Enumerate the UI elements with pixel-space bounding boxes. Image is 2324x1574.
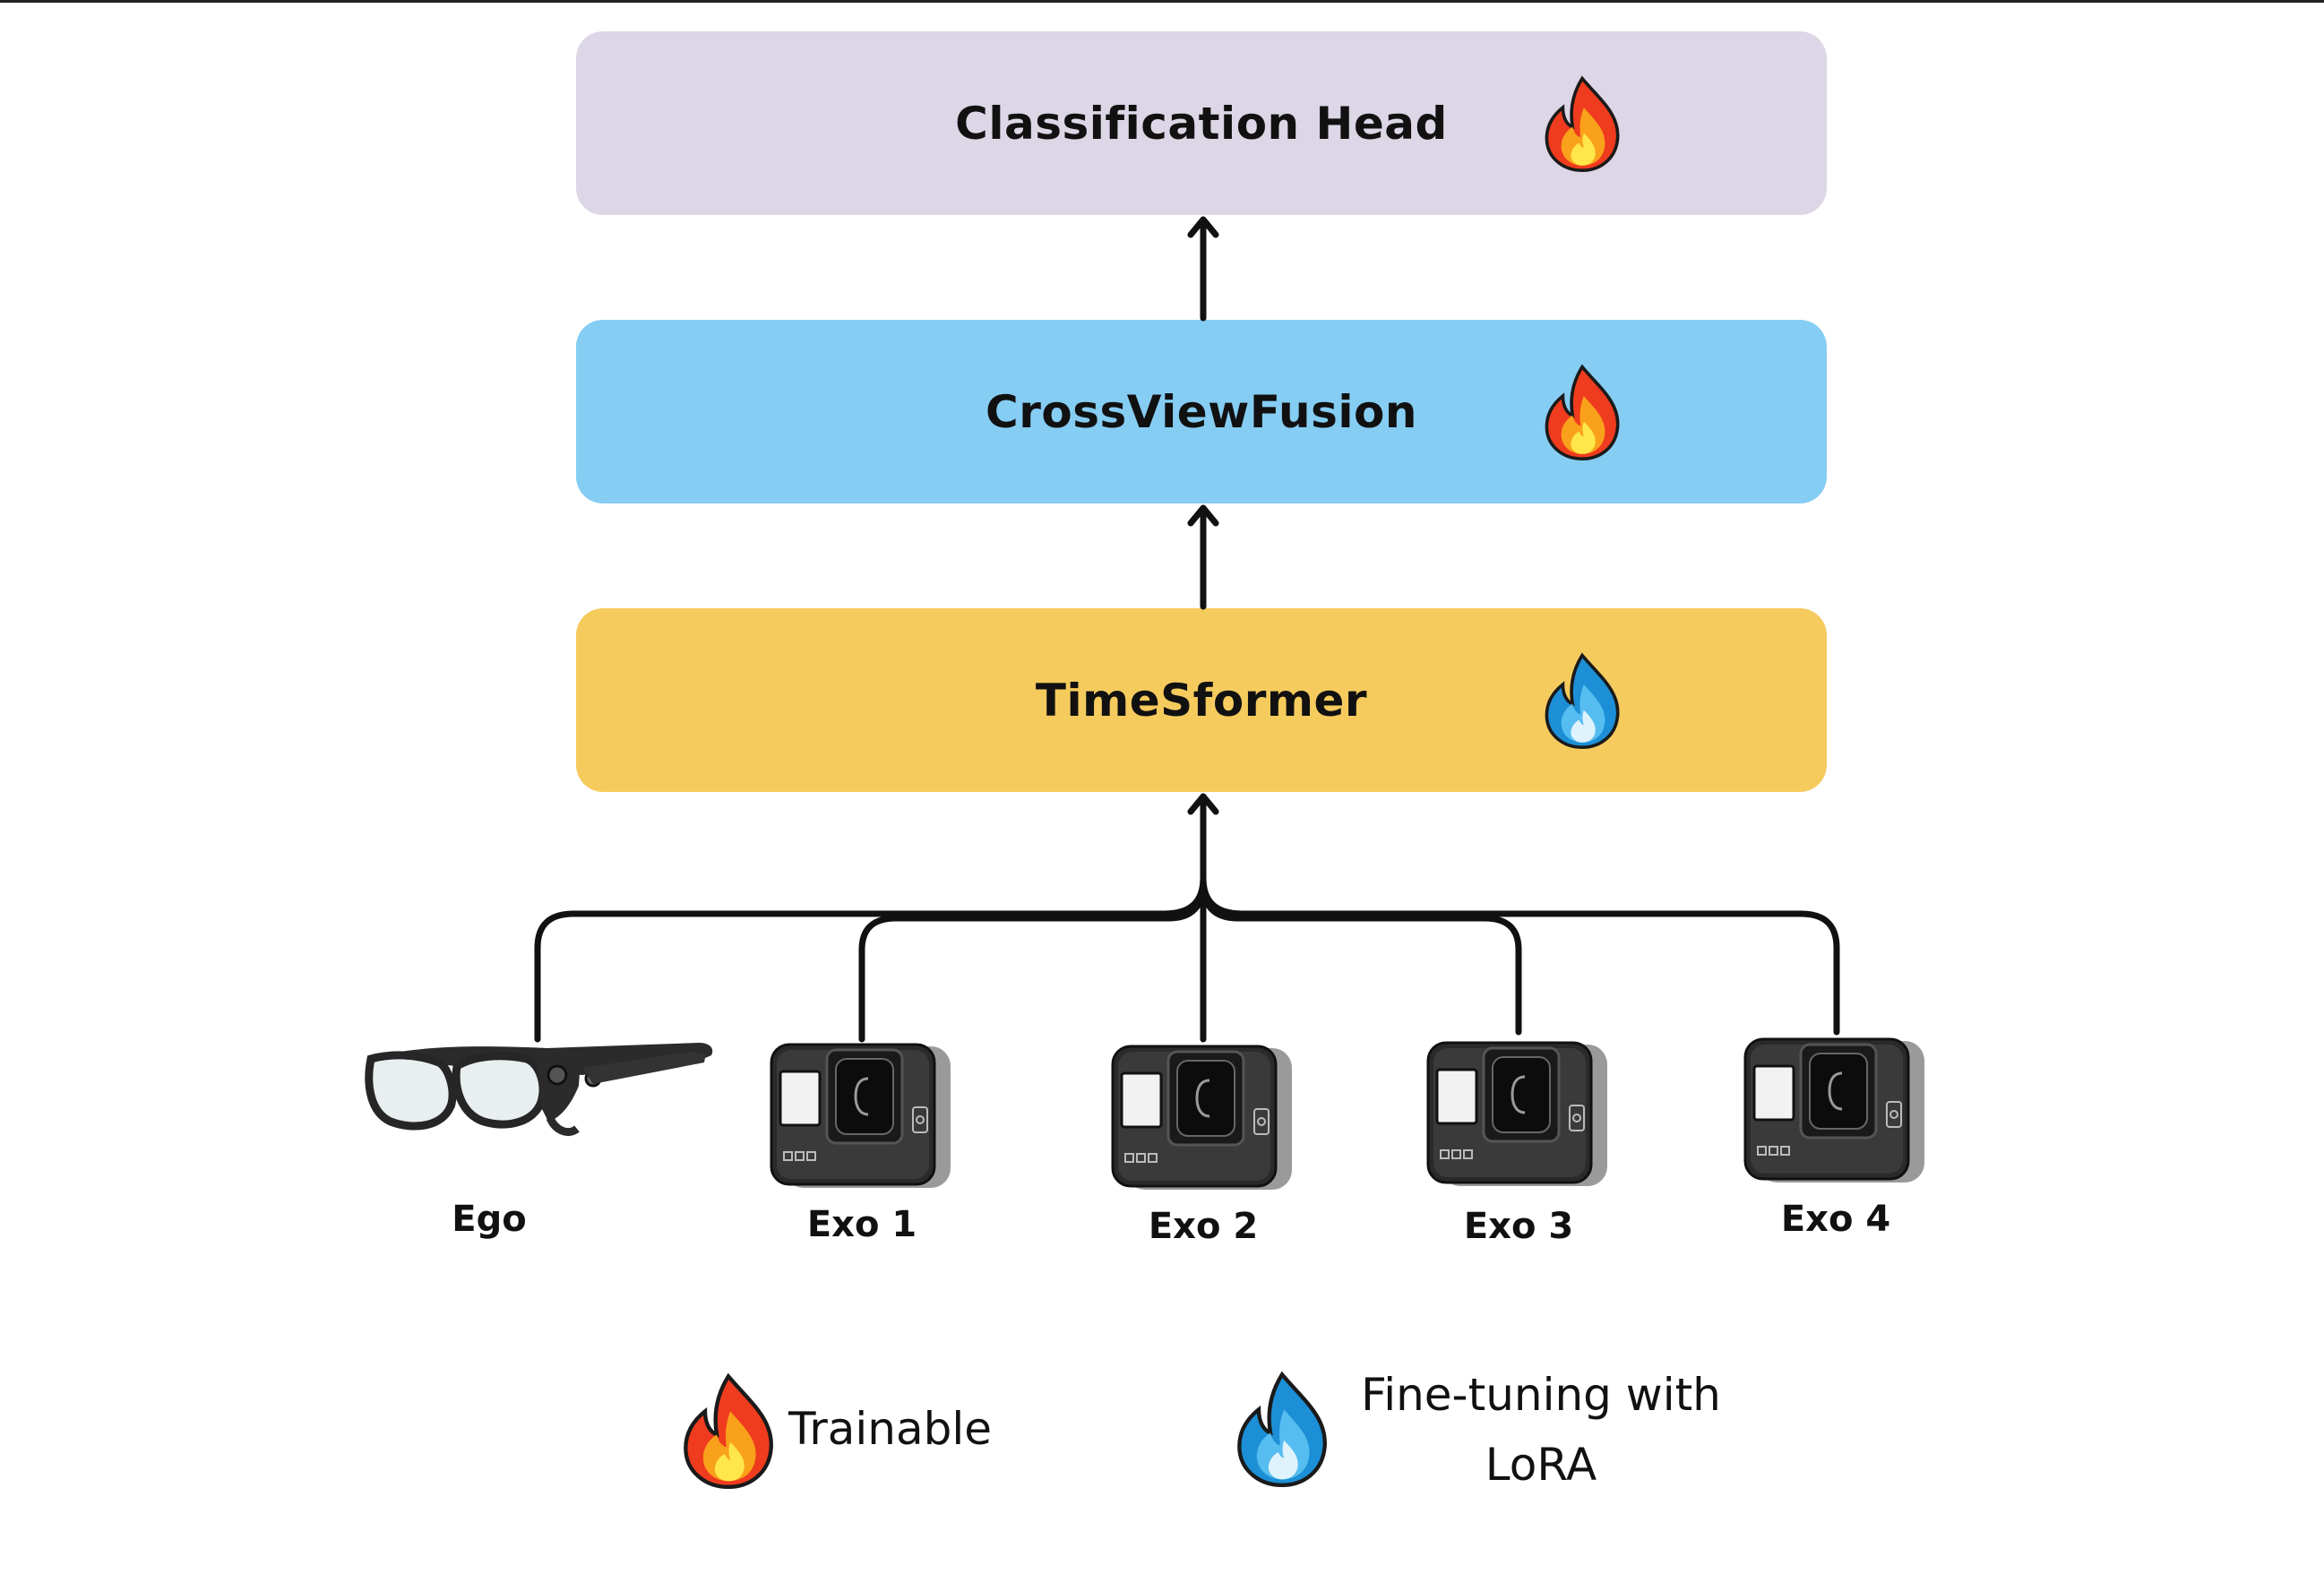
top-rule — [0, 0, 2324, 3]
action-camera-icon — [768, 1037, 956, 1190]
input-label-exo-4: Exo 4 — [1780, 1199, 1891, 1240]
arrow-fusion-to-head — [1187, 216, 1219, 322]
cross-view-fusion-block: CrossViewFusion — [576, 320, 1827, 503]
timesformer-block: TimeSformer — [576, 608, 1827, 792]
legend-lora-line-1: Fine-tuning with — [1361, 1369, 1721, 1421]
input-label-ego: Ego — [452, 1199, 527, 1240]
wire-ego — [534, 874, 1207, 1043]
action-camera-icon — [1742, 1032, 1930, 1184]
input-label-exo-3: Exo 3 — [1463, 1206, 1574, 1247]
legend-lora-line-2: LoRA — [1485, 1439, 1597, 1491]
legend-fire-icon — [679, 1372, 778, 1489]
classification-head-block: Classification Head — [576, 31, 1827, 215]
arrow-inputs-to-timesformer — [1187, 793, 1219, 1043]
wire-exo-3 — [1200, 879, 1522, 1036]
legend-blue-fire-icon — [1233, 1371, 1331, 1487]
action-camera-icon — [1109, 1039, 1297, 1191]
legend-trainable-label: Trainable — [788, 1403, 993, 1455]
input-label-exo-2: Exo 2 — [1148, 1206, 1259, 1247]
classification-head-label: Classification Head — [955, 97, 1448, 150]
input-label-exo-1: Exo 1 — [806, 1204, 917, 1245]
timesformer-label: TimeSformer — [1035, 674, 1368, 727]
arrow-timesformer-to-fusion — [1187, 504, 1219, 610]
legend-lora-label: Fine-tuning with LoRA — [1344, 1360, 1738, 1500]
smart-glasses-icon — [358, 1032, 717, 1148]
action-camera-icon — [1425, 1036, 1613, 1188]
wire-exo-4 — [1200, 874, 1840, 1036]
cross-view-fusion-label: CrossViewFusion — [986, 385, 1417, 438]
wire-exo-1 — [858, 879, 1207, 1043]
